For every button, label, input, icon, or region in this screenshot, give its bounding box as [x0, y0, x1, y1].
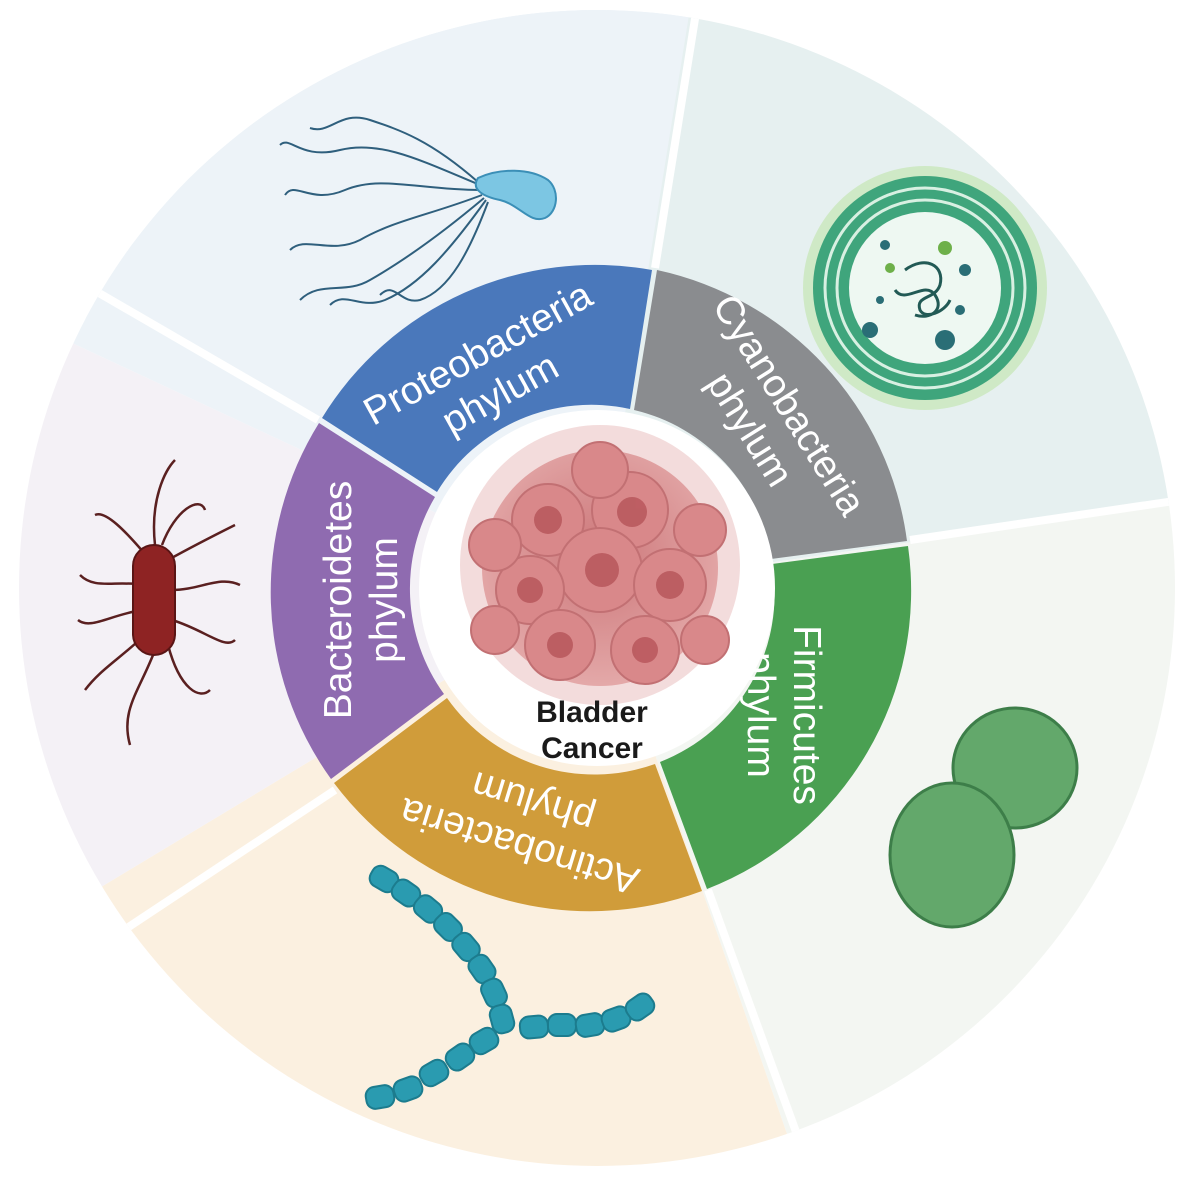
segment-actinobacteria[interactable]: [334, 698, 702, 912]
segment-cyanobacteria[interactable]: [634, 270, 907, 559]
inner-ring: [270, 264, 912, 912]
label-bacteroidetes-line1: Bacteroidetes: [317, 481, 360, 719]
center-label-line2: Cancer: [541, 732, 643, 765]
segment-bacteroidetes[interactable]: [270, 423, 444, 779]
curved-rod-flagella-icon: [279, 116, 557, 306]
rod-peritrichous-icon: [77, 459, 241, 746]
coccoid-cell-icon: [803, 166, 1047, 410]
diplococcus-icon: [888, 706, 1079, 929]
label-bacteroidetes-line2: phylum: [363, 537, 406, 663]
segment-firmicutes[interactable]: [660, 546, 912, 889]
label-firmicutes-line2: phylum: [739, 652, 782, 778]
bladder-tumor-icon: [460, 425, 740, 705]
label-bacteroidetes: Bacteroidetes phylum: [317, 481, 406, 719]
label-firmicutes: Firmicutes phylum: [739, 625, 828, 805]
center-label-line1: Bladder: [536, 696, 648, 729]
segment-proteobacteria[interactable]: [322, 264, 652, 492]
branched-filament-icon: [364, 864, 656, 1110]
label-firmicutes-line1: Firmicutes: [785, 625, 828, 805]
outer-dividers: [77, 10, 1175, 1166]
